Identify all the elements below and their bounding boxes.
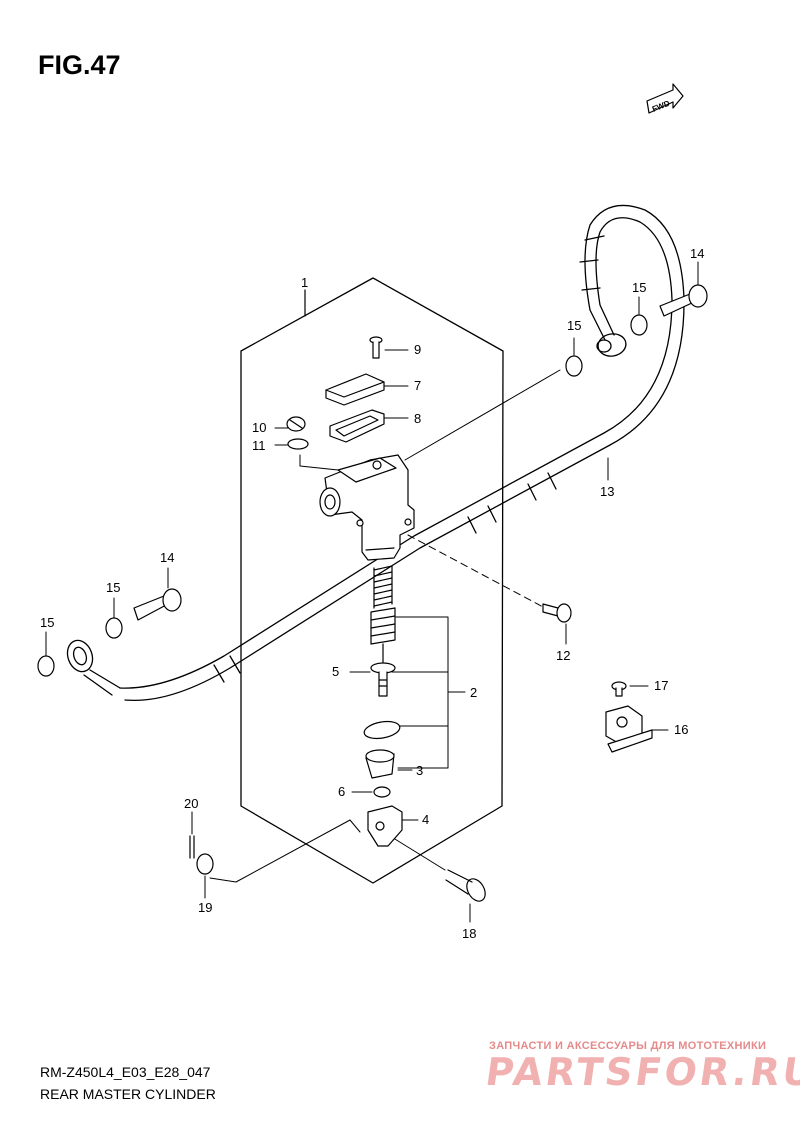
clevis xyxy=(367,805,403,847)
callout-19: 19 xyxy=(198,900,212,915)
washer-19 xyxy=(196,853,214,875)
spring xyxy=(373,565,393,609)
callout-18: 18 xyxy=(462,926,476,941)
diaphragm xyxy=(329,409,385,443)
clevis-pin xyxy=(445,869,486,902)
callout-17: 17 xyxy=(654,678,668,693)
washer-15-d xyxy=(37,655,55,677)
cotter-pin xyxy=(189,835,195,859)
watermark-tagline: ЗАПЧАСТИ И АКСЕССУАРЫ ДЛЯ МОТОТЕХНИКИ xyxy=(489,1040,767,1052)
callout-11: 11 xyxy=(252,438,266,453)
callout-14-left: 14 xyxy=(160,550,174,565)
piston xyxy=(370,607,396,663)
reservoir-cap xyxy=(325,373,385,406)
diagram-code: RM-Z450L4_E03_E28_047 xyxy=(40,1064,211,1080)
washer-15-b xyxy=(630,314,648,336)
circlip xyxy=(363,720,401,740)
assembly-outline xyxy=(240,277,504,884)
callout-15-d: 15 xyxy=(40,615,54,630)
callout-9: 9 xyxy=(414,342,421,357)
callout-13: 13 xyxy=(600,484,614,499)
callout-12: 12 xyxy=(556,648,570,663)
figure-title: FIG.47 xyxy=(38,50,121,80)
callout-10: 10 xyxy=(252,420,266,435)
fwd-arrow-icon: FWD xyxy=(646,83,684,114)
washer-15-c xyxy=(105,617,123,639)
callout-3: 3 xyxy=(416,763,423,778)
union-bolt-left xyxy=(133,588,182,621)
callout-1: 1 xyxy=(301,275,308,290)
diagram-subtitle: REAR MASTER CYLINDER xyxy=(40,1086,216,1102)
callout-20: 20 xyxy=(184,796,198,811)
connector-10 xyxy=(286,416,306,432)
screw-17 xyxy=(611,681,627,697)
bolt-12 xyxy=(542,603,572,623)
callout-2: 2 xyxy=(470,685,477,700)
callout-5: 5 xyxy=(332,664,339,679)
boot xyxy=(365,749,395,779)
callout-7: 7 xyxy=(414,378,421,393)
nut-6 xyxy=(373,786,391,798)
master-cylinder-body xyxy=(319,454,415,561)
push-rod xyxy=(370,662,396,697)
washer-15-a xyxy=(565,355,583,377)
brake-hose xyxy=(66,204,685,702)
callout-15-b: 15 xyxy=(632,280,646,295)
callout-8: 8 xyxy=(414,411,421,426)
callout-14-right: 14 xyxy=(690,246,704,261)
o-ring-11 xyxy=(287,438,309,450)
callout-6: 6 xyxy=(338,784,345,799)
watermark-logo: PARTSFOR.RU xyxy=(482,1050,800,1094)
callout-15-a: 15 xyxy=(567,318,581,333)
callout-15-c: 15 xyxy=(106,580,120,595)
screw-9 xyxy=(369,336,383,359)
callout-16: 16 xyxy=(674,722,688,737)
callout-4: 4 xyxy=(422,812,429,827)
hose-guide xyxy=(605,705,653,753)
